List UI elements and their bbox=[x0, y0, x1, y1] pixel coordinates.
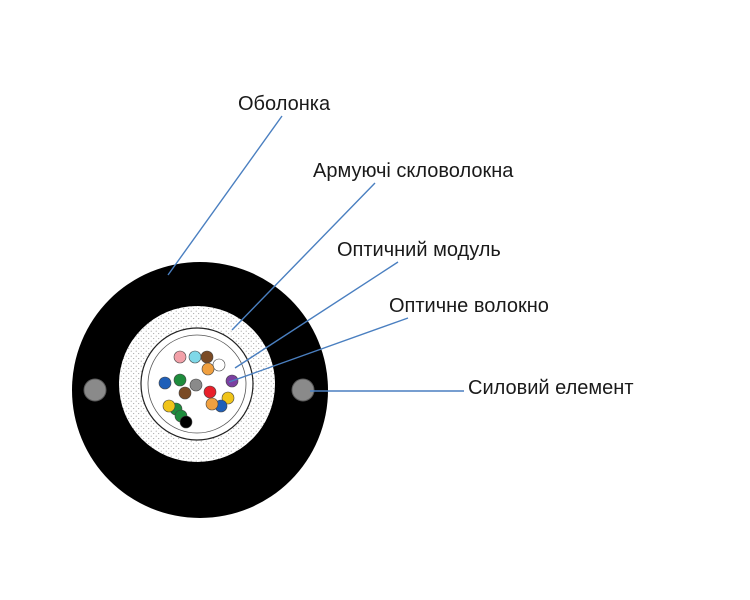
label-strength-member: Силовий елемент bbox=[468, 377, 634, 399]
label-optical-fiber: Оптичне волокно bbox=[389, 295, 549, 317]
leader-line-sheath bbox=[167, 115, 283, 276]
leader-line-module bbox=[234, 261, 399, 369]
optical-fiber-4 bbox=[212, 358, 226, 372]
optical-fiber-8 bbox=[189, 378, 203, 392]
strength-member-left bbox=[83, 378, 107, 402]
optical-fiber-3 bbox=[200, 350, 214, 364]
label-optical-module: Оптичний модуль bbox=[337, 239, 501, 261]
optical-fiber-6 bbox=[173, 373, 187, 387]
optical-fiber-1 bbox=[173, 350, 187, 364]
optical-fiber-11 bbox=[221, 391, 235, 405]
leader-line-yarn bbox=[231, 182, 376, 331]
leader-line-fiber bbox=[228, 317, 409, 383]
strength-member-right bbox=[291, 378, 315, 402]
optical-fiber-5 bbox=[158, 376, 172, 390]
optical-fiber-17 bbox=[179, 415, 193, 429]
label-reinforcing-fibers: Армуючі скловолокна bbox=[313, 160, 514, 182]
optical-fiber-18 bbox=[201, 362, 215, 376]
label-sheath: Оболонка bbox=[238, 93, 331, 115]
optical-fiber-7 bbox=[178, 386, 192, 400]
optical-fiber-2 bbox=[188, 350, 202, 364]
optical-fiber-10 bbox=[203, 385, 217, 399]
optical-fibers-group bbox=[158, 350, 239, 429]
optical-fiber-13 bbox=[162, 399, 176, 413]
optical-fiber-16 bbox=[205, 397, 219, 411]
